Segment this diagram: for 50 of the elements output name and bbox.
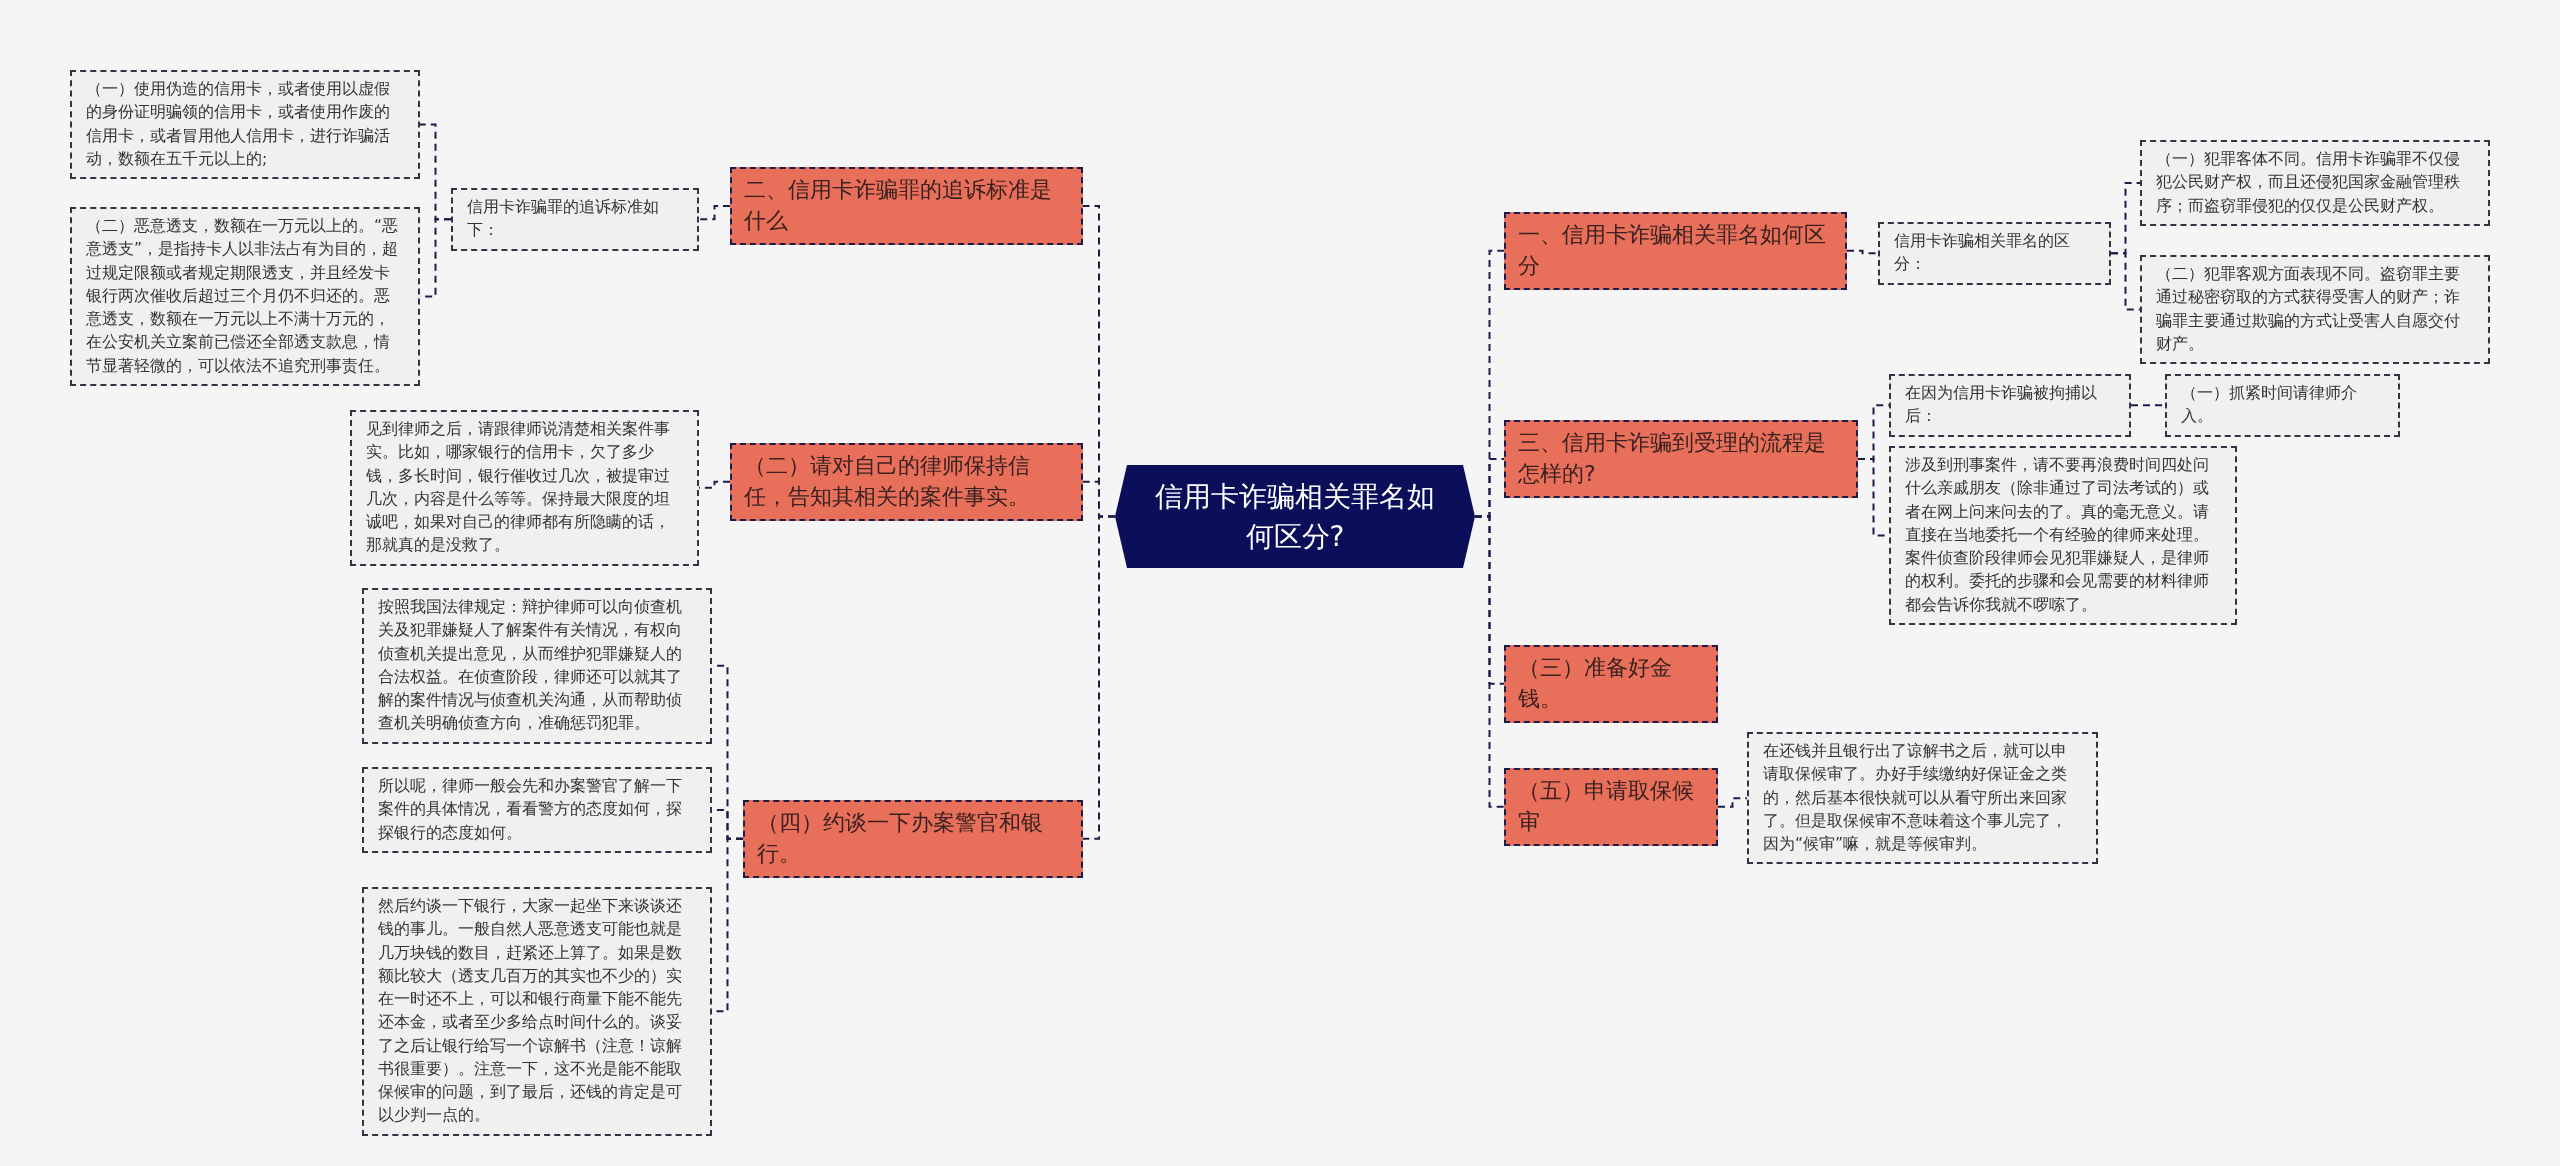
topic-text: 信用卡诈骗相关罪名如何区分? bbox=[1155, 479, 1435, 555]
note-text: 涉及到刑事案件，请不要再浪费时间四处问什么亲戚朋友（除非通过了司法考试的）或者在网上问来问去的了。真的毫无意义。请直接在当地委托一个有经验的律师来处理。案件侦查阶段律师会见犯罪嫌疑人，是律师的权利。委托的步骤和会见需要的材料律师都会告诉你我就不啰嗦了。 bbox=[1905, 455, 2210, 616]
topic-text: 三、信用卡诈骗到受理的流程是怎样的? bbox=[1518, 429, 1827, 488]
note-box bbox=[362, 767, 712, 853]
note-text: （一）使用伪造的信用卡，或者使用以虚假的身份证明骗领的信用卡，或者使用作废的信用卡，或者冒用他人信用卡，进行诈骗活动，数额在五千元以上的; bbox=[86, 79, 391, 170]
topic-text: （四）约谈一下办案警官和银行。 bbox=[757, 809, 1044, 868]
note-text: （二）恶意透支，数额在一万元以上的。“恶意透支”，是指持卡人以非法占有为目的，超过规定限额或者规定期限透支，并且经发卡银行两次催收后超过三个月仍不归还的。恶意透支，数额在一万元以上不满十万元的，在公安机关立案前已偿还全部透支款息，情节显著轻微的，可以依法不追究刑事责任。 bbox=[86, 216, 400, 377]
topic-box bbox=[1504, 768, 1718, 846]
note-text: 信用卡诈骗相关罪名的区分： bbox=[1894, 231, 2071, 276]
note-box bbox=[350, 410, 699, 566]
connector bbox=[698, 205, 731, 221]
connector bbox=[2110, 252, 2141, 311]
topic-box bbox=[1504, 212, 1847, 290]
topic-text: 一、信用卡诈骗相关罪名如何区分 bbox=[1518, 221, 1827, 280]
note-box bbox=[1878, 222, 2111, 285]
note-box bbox=[362, 588, 712, 744]
note-text: （二）犯罪客观方面表现不同。盗窃罪主要通过秘密窃取的方式获得受害人的财产；诈骗罪主要通过欺骗的方式让受害人自愿交付财产。 bbox=[2156, 264, 2461, 355]
note-text: （一）犯罪客体不同。信用卡诈骗罪不仅侵犯公民财产权，而且还侵犯国家金融管理秩序；而盗窃罪侵犯的仅仅是公民财产权。 bbox=[2156, 149, 2461, 217]
note-text: 在还钱并且银行出了谅解书之后，就可以申请取保候审了。办好手续缴纳好保证金之类的，然后基本很快就可以从看守所出来回家了。但是取保候审不意味着这个事儿完了，因为“候审”嘛，就是等候审判。 bbox=[1763, 741, 2068, 855]
note-text: 按照我国法律规定：辩护律师可以向侦查机关及犯罪嫌疑人了解案件有关情况，有权向侦查机关提出意见，从而维护犯罪嫌疑人的合法权益。在侦查阶段，律师还可以就其了解的案件情况与侦查机关沟通，从而帮助侦查机关明确侦查方向，准确惩罚犯罪。 bbox=[378, 597, 683, 735]
topic-box bbox=[1504, 645, 1718, 723]
connector bbox=[1474, 515, 1505, 808]
central-topic bbox=[1115, 465, 1475, 568]
note-box bbox=[70, 70, 420, 179]
topic-text: （五）申请取保候审 bbox=[1518, 777, 1695, 836]
topic-box bbox=[1504, 420, 1858, 498]
connector bbox=[1846, 249, 1879, 255]
note-box bbox=[1747, 732, 2098, 865]
note-box bbox=[362, 887, 712, 1136]
note-box bbox=[70, 207, 420, 386]
note-box bbox=[1889, 446, 2237, 625]
topic-box bbox=[730, 167, 1083, 245]
note-box bbox=[1889, 374, 2131, 437]
note-text: （一）抓紧时间请律师介入。 bbox=[2181, 383, 2358, 428]
topic-text: 二、信用卡诈骗罪的追诉标准是什么 bbox=[744, 176, 1053, 235]
topic-box bbox=[730, 443, 1083, 521]
note-text: 所以呢，律师一般会先和办案警官了解一下案件的具体情况，看看警方的态度如何，探探银行的态度如何。 bbox=[378, 776, 683, 844]
note-box bbox=[2140, 255, 2490, 364]
note-text: 见到律师之后，请跟律师说清楚相关案件事实。比如，哪家银行的信用卡，欠了多少钱，多长时间，银行催收过几次，被提审过几次，内容是什么等等。保持最大限度的坦诚吧，如果对自己的律师都有所隐瞒的话，那就真的是没救了。 bbox=[366, 419, 671, 557]
note-text: 然后约谈一下银行，大家一起坐下来谈谈还钱的事儿。一般自然人恶意透支可能也就是几万块钱的数目，赶紧还上算了。如果是数额比较大（透支几百万的其实也不少的）实在一时还不上，可以和银行商量下能不能先还本金，或者至少多给点时间什么的。谈妥了之后让银行给写一个谅解书（注意！谅解书很重要）。注意一下，这不光是能不能取保候审的问题，到了最后，还钱的肯定是可以少判一点的。 bbox=[378, 896, 683, 1127]
connector bbox=[1082, 515, 1116, 840]
note-box bbox=[2140, 140, 2490, 226]
topic-box bbox=[743, 800, 1083, 878]
topic-text: （二）请对自己的律师保持信任，告知其相关的案件事实。 bbox=[744, 452, 1031, 511]
note-box bbox=[451, 188, 699, 251]
note-box bbox=[2165, 374, 2400, 437]
note-text: 信用卡诈骗罪的追诉标准如下： bbox=[467, 197, 660, 242]
topic-text: （三）准备好金钱。 bbox=[1518, 654, 1673, 713]
connector bbox=[1717, 797, 1748, 808]
note-text: 在因为信用卡诈骗被拘捕以后： bbox=[1905, 383, 2098, 428]
